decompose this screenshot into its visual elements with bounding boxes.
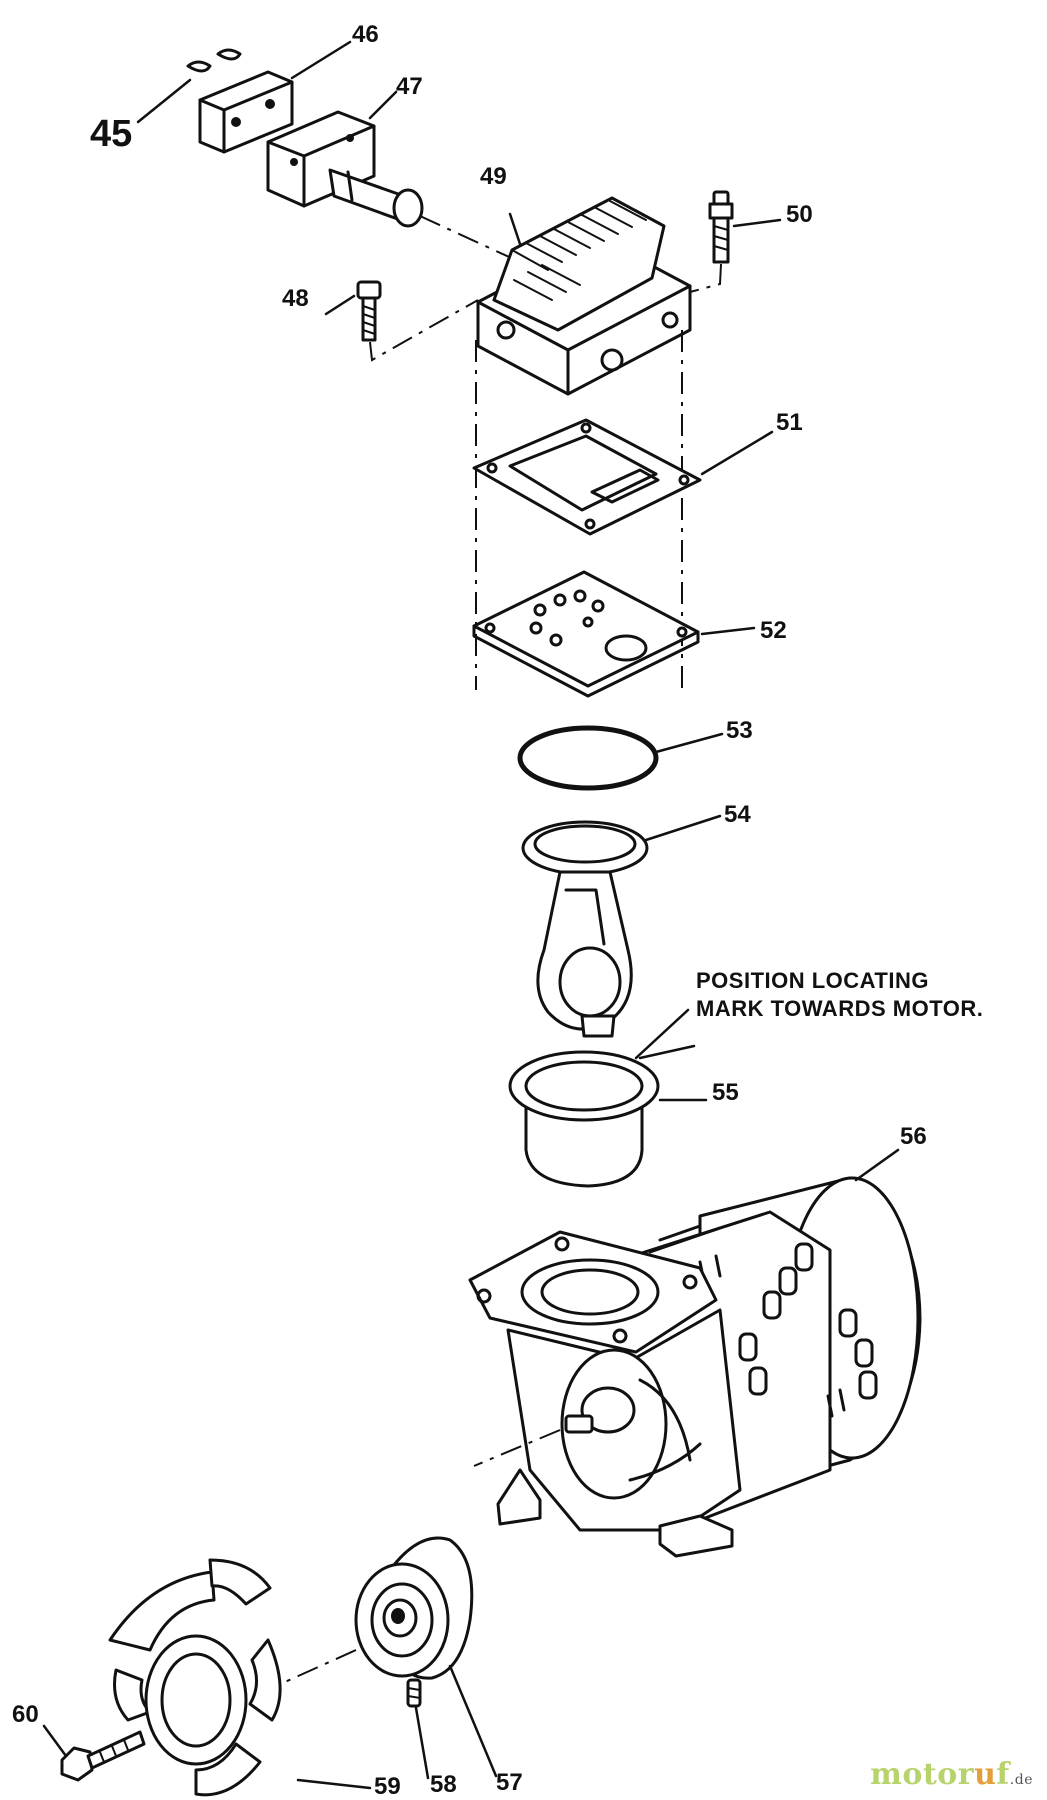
label-60: 60 — [12, 1701, 39, 1728]
note-line-1: POSITION LOCATING — [696, 968, 929, 993]
label-57: 57 — [496, 1769, 523, 1796]
part-55-sleeve — [508, 1050, 660, 1188]
label-46: 46 — [352, 21, 379, 48]
part-51-gasket — [472, 418, 702, 536]
part-45-clips — [186, 48, 242, 73]
part-60-bolt — [60, 1730, 146, 1782]
part-49-cylinder-head — [476, 196, 692, 396]
watermark-tld: .de — [1009, 1772, 1033, 1788]
watermark-logo: motoruf.de — [870, 1757, 1033, 1792]
label-59: 59 — [374, 1773, 401, 1800]
part-56-crankcase — [468, 1230, 742, 1558]
part-53-o-ring — [517, 725, 659, 791]
part-54-piston-rod — [521, 820, 649, 1038]
label-48: 48 — [282, 285, 309, 312]
label-47: 47 — [396, 73, 423, 100]
assembly-note: POSITION LOCATING MARK TOWARDS MOTOR. — [696, 968, 983, 1021]
label-51: 51 — [776, 409, 803, 436]
watermark-part-b: f — [996, 1757, 1010, 1792]
part-50-fitting — [708, 190, 734, 264]
label-58: 58 — [430, 1771, 457, 1798]
note-line-2: MARK TOWARDS MOTOR. — [696, 996, 983, 1021]
label-45: 45 — [90, 113, 132, 155]
part-59-fan — [108, 1558, 282, 1797]
part-52-valve-plate — [472, 570, 700, 698]
label-56: 56 — [900, 1123, 927, 1150]
label-53: 53 — [726, 717, 753, 744]
watermark-part-dot: u — [974, 1757, 997, 1792]
label-55: 55 — [712, 1079, 739, 1106]
part-47-bracket — [266, 110, 424, 228]
label-50: 50 — [786, 201, 813, 228]
watermark-part-a: motor — [870, 1757, 975, 1792]
part-58-set-screw — [406, 1678, 422, 1708]
label-49: 49 — [480, 163, 507, 190]
part-46-plate — [198, 70, 294, 154]
part-48-bolt — [356, 280, 382, 342]
label-52: 52 — [760, 617, 787, 644]
part-57-pulley — [354, 1536, 474, 1680]
label-54: 54 — [724, 801, 751, 828]
leader-lines — [42, 40, 900, 1790]
callout-labels: 45 46 47 48 49 50 51 52 53 54 55 56 57 5… — [12, 21, 927, 1800]
